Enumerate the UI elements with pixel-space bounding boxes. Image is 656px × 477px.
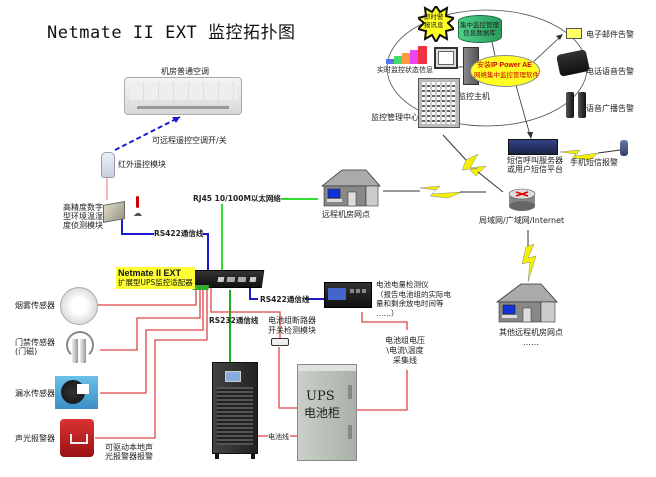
phone-alert-label: 电话语音告警 [586,67,634,76]
lightning-sms-mobile [559,149,621,161]
env-sensor-label: 高精度数字 型环境温湿 度侦测模块 [63,203,103,230]
rs422-top-label: RS422通信线 [154,229,204,239]
battery-meter-icon [324,282,372,308]
meter-collect-line-top [361,312,408,330]
remote-site-label: 远程机房网点 [322,210,370,219]
door-sensor-label: 门禁传感器 (门磁) [15,338,55,356]
door-sensor-line [100,288,201,351]
speaker-icon [566,92,588,118]
water-sensor-icon [55,376,98,409]
other-sites-label: 其他远程机房网点 …… [499,328,563,347]
air-conditioner-icon [124,77,242,115]
software-name: IP Power AE [491,62,532,69]
sms-link [514,81,531,136]
monitoring-building-icon [418,78,460,128]
software-prefix: 安装 [477,61,491,69]
rs232-label: RS232通信线 [209,316,259,325]
status-bar-5 [418,46,427,64]
ir-remote-link [114,116,181,151]
netmate-device-icon[interactable] [191,270,265,290]
alarm-burst-label: 即时警 报讯息 [424,13,444,29]
internet-label: 局域网/广域网/Internet [479,216,565,225]
database-label: 集中监控管理 信息数据库 [460,21,499,37]
router-icon [508,186,536,212]
battery-cable-label: 电池线 [268,433,289,441]
rs422-right-label: RS422通信线 [260,295,310,304]
lightning-center-router [442,134,504,193]
status-bar-2 [394,56,402,64]
envelope-icon [566,28,582,39]
page-title: Netmate II EXT 监控拓扑图 [47,23,296,43]
ir-module-icon [101,152,115,178]
email-alert-label: 电子邮件告警 [586,30,634,39]
ups-cabinet-subtitle: 电池柜 [304,406,341,420]
battery-collect-label: 电池组电压 \电流\温度 采集线 [385,336,425,365]
sound-light-alarm-icon [60,419,94,457]
alarm-label: 声光报警器 [15,434,55,443]
smoke-sensor-icon [60,287,98,325]
software-subtitle: 网络集中监控管理软件 [474,71,539,79]
alarm-drive-label: 可驱动本地声 光报警器报警 [105,443,153,461]
database-icon [458,15,502,43]
arrow-icon [527,132,533,139]
breaker-to-cabinet-line [278,347,300,409]
device-name: Netmate II EXT [118,268,182,278]
monitor-icon [434,47,458,69]
software-ellipse [470,55,540,87]
remote-control-label: 可远程遥控空调开/关 [152,136,227,145]
thermometer-icon [136,196,139,208]
ups-battery-cabinet-icon [297,364,357,461]
remote-site-house-icon [318,168,384,208]
realtime-status-label: 实时监控状态信息 [377,66,433,74]
database-link [491,41,496,57]
lightning-router-othersite [521,230,537,283]
host-label: 监控主机 [458,92,490,101]
mobile-phone-icon [620,140,628,156]
water-sensor-label: 漏水传感器 [15,389,55,398]
ups-cabinet-title: UPS [306,389,335,404]
sms-server-label: 短信呼叫服务器 或用户短信平台 [507,156,563,174]
water-sensor-line [100,288,204,394]
ir-module-label: 红外遥控模块 [118,160,166,169]
door-sensor-icon [58,331,98,367]
meter-collect-line-bottom [356,370,408,411]
mobile-alert-label: 手机短信报警 [570,158,618,167]
breaker-line [210,288,281,340]
air-conditioner-label: 机房普通空调 [161,67,209,76]
realtime-status-bars [386,44,431,64]
alarm-line [95,288,208,439]
battery-meter-label: 电池电量检测仪 （报告电池组的实际电 量和剩余放电时间等 ……） [376,280,451,318]
software-title: 安装IP Power AE [477,60,532,71]
ethernet-label: RJ45 10/100M以太网络 [193,194,281,204]
ups-tower-icon [212,362,258,459]
lightning-remote-router [383,185,486,199]
monitoring-center-label: 监控管理中心 [371,113,419,122]
sms-server-icon [508,139,558,155]
status-bar-3 [402,53,410,64]
status-bar-1 [386,59,394,64]
device-label: Netmate II EXT 扩展型UPS监控适配器 [116,267,195,289]
other-site-house-icon [495,282,561,324]
status-bar-4 [410,50,418,64]
device-subtitle: 扩展型UPS监控适配器 [118,278,193,287]
rs422-top-line [121,218,209,274]
broadcast-alert-label: 语音广播告警 [586,104,634,113]
smoke-sensor-label: 烟雾传感器 [15,301,55,310]
smoke-sensor-line [95,288,197,306]
breaker-module-label: 电池组断路器 开关检测模块 [268,316,316,335]
breaker-module-icon [271,338,289,346]
email-link [529,36,561,66]
humidity-icon: ☁ [133,209,142,219]
arrow-icon [556,34,563,40]
rs422-right-line-a [249,287,258,300]
arrow-icon [172,117,180,123]
